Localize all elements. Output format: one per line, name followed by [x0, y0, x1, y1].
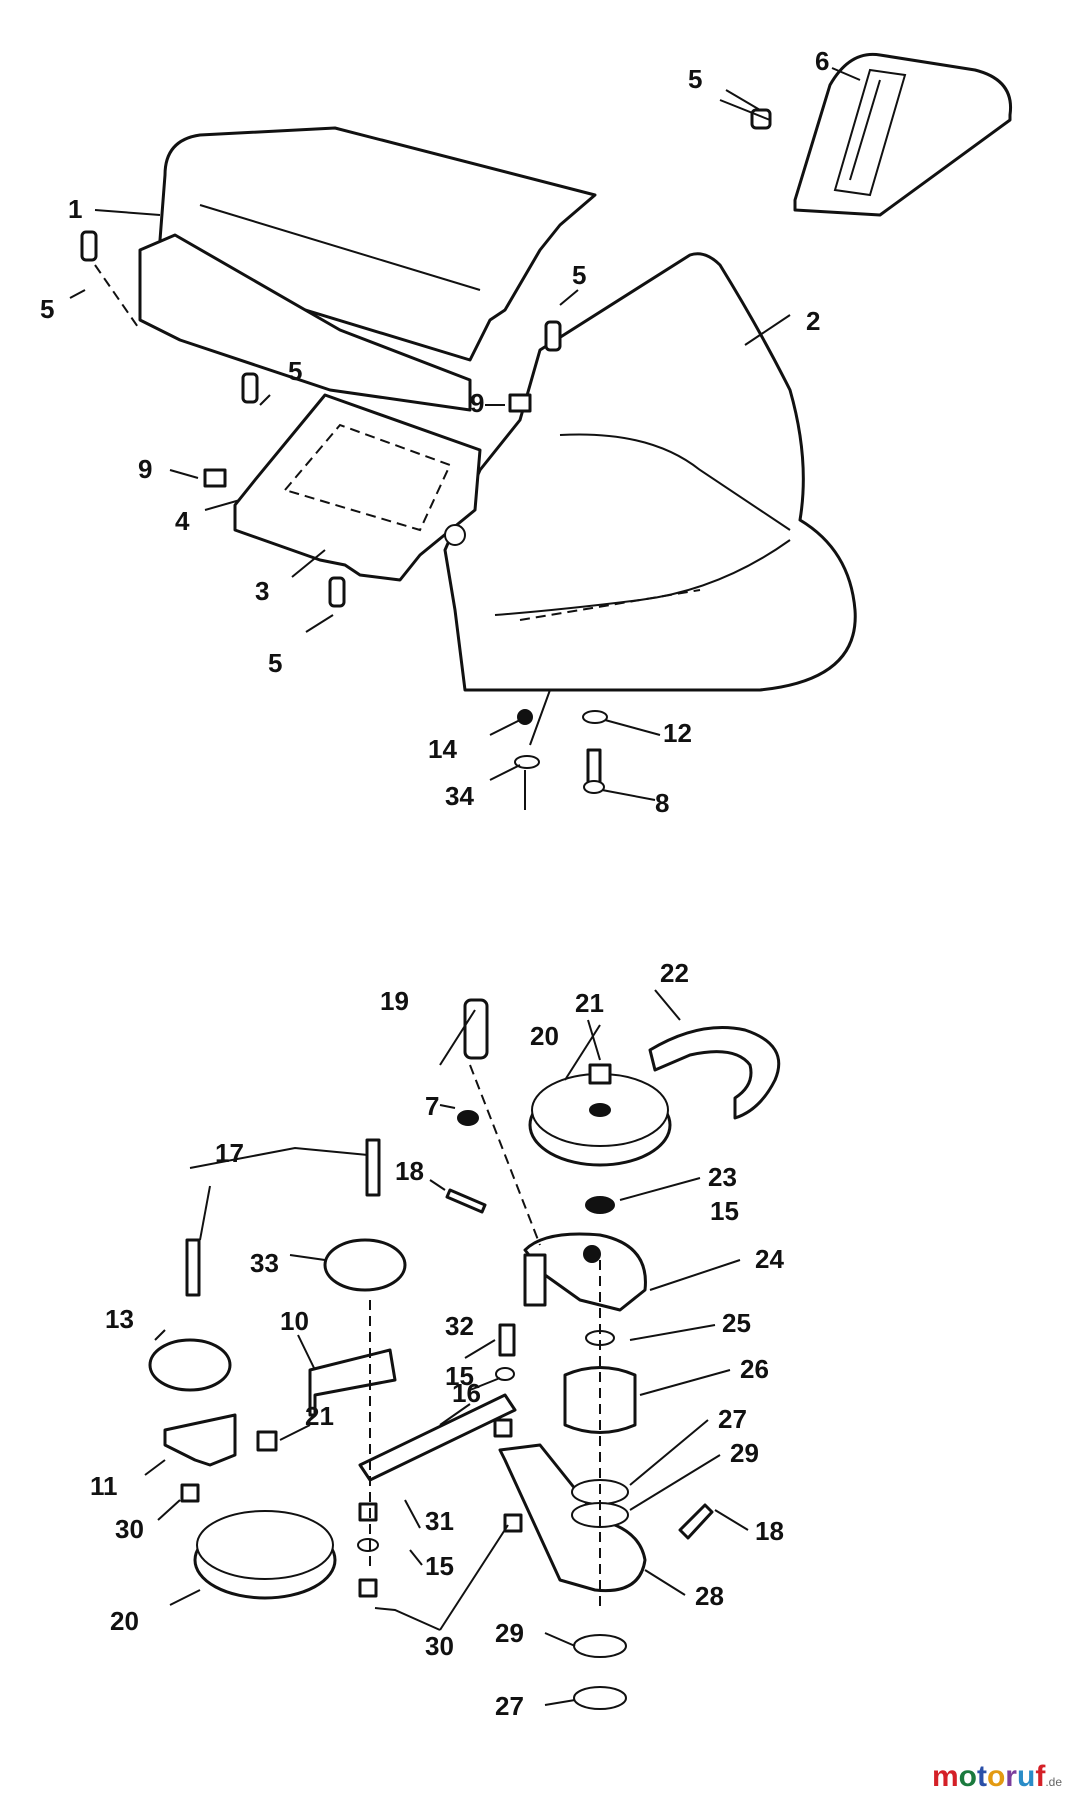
callout-32: 32 — [445, 1311, 474, 1341]
callout-15b: 15 — [425, 1551, 454, 1581]
watermark-logo: motoruf.de — [932, 1760, 1062, 1794]
part-3-base-plate — [233, 393, 482, 582]
callout-30: 30 — [115, 1514, 144, 1544]
part-20-pulley-top — [528, 1073, 672, 1167]
callout-29b: 29 — [495, 1618, 524, 1648]
callout-4: 4 — [175, 506, 190, 536]
callout-9b: 9 — [470, 388, 484, 418]
part-22-belt-guard — [648, 1026, 781, 1120]
part-14-34-12-8-hardware — [514, 709, 608, 794]
callout-11: 11 — [90, 1471, 118, 1501]
callout-labels: 1 2 3 4 5 5 5 5 5 6 9 9 14 34 12 8 19 7 … — [40, 46, 829, 1721]
callout-5e: 5 — [688, 64, 702, 94]
callout-26: 26 — [740, 1354, 769, 1384]
callout-5: 5 — [40, 294, 54, 324]
callout-19: 19 — [380, 986, 409, 1016]
callout-30b: 30 — [425, 1631, 454, 1661]
callout-9: 9 — [138, 454, 152, 484]
callout-15c: 15 — [710, 1196, 739, 1226]
callout-18b: 18 — [755, 1516, 784, 1546]
part-29-27-rings — [571, 1479, 629, 1710]
wm-letter: r — [1005, 1760, 1017, 1793]
part-1-shroud — [138, 126, 597, 412]
callout-5b: 5 — [288, 356, 302, 386]
callout-25: 25 — [722, 1308, 751, 1338]
callout-3: 3 — [255, 576, 269, 606]
wm-letter: m — [931, 1760, 959, 1793]
callout-33: 33 — [250, 1248, 279, 1278]
part-2-housing — [443, 252, 857, 692]
callout-12: 12 — [663, 718, 692, 748]
part-6-cover — [793, 52, 1013, 217]
callout-7: 7 — [425, 1091, 439, 1121]
callout-23: 23 — [708, 1162, 737, 1192]
callout-34: 34 — [445, 781, 474, 811]
callout-20b: 20 — [530, 1021, 559, 1051]
callout-21b: 21 — [575, 988, 604, 1018]
callout-14: 14 — [428, 734, 457, 764]
part-9-nuts — [203, 393, 532, 488]
wm-letter: f — [1035, 1760, 1046, 1793]
callout-10: 10 — [280, 1306, 309, 1336]
wm-letter: t — [976, 1760, 987, 1793]
callout-20: 20 — [110, 1606, 139, 1636]
wm-letter: u — [1016, 1760, 1036, 1793]
callout-27: 27 — [718, 1404, 747, 1434]
callout-27b: 27 — [495, 1691, 524, 1721]
wm-letter: o — [958, 1760, 977, 1793]
callout-18: 18 — [395, 1156, 424, 1186]
callout-31: 31 — [425, 1506, 454, 1536]
part-33-13-20-pulleys — [148, 1238, 407, 1600]
callout-22: 22 — [660, 958, 689, 988]
callout-5c: 5 — [572, 260, 586, 290]
part-26-spacer — [563, 1366, 637, 1434]
callout-5d: 5 — [268, 648, 282, 678]
callout-24: 24 — [755, 1244, 784, 1274]
callout-28: 28 — [695, 1581, 724, 1611]
leader-lines — [69, 67, 861, 1706]
wm-letter: o — [986, 1760, 1006, 1793]
callout-17: 17 — [215, 1138, 244, 1168]
callout-21: 21 — [305, 1401, 334, 1431]
callout-16: 16 — [452, 1378, 481, 1408]
part-24-bracket-arm — [523, 1232, 647, 1312]
callout-1: 1 — [68, 194, 82, 224]
part-10-11-brackets — [163, 1348, 397, 1467]
callout-29: 29 — [730, 1438, 759, 1468]
callout-15: 15 — [445, 1361, 474, 1391]
callout-2: 2 — [806, 306, 820, 336]
callout-8: 8 — [655, 788, 669, 818]
part-small-fasteners — [180, 998, 714, 1598]
wm-suffix: .de — [1045, 1775, 1062, 1789]
callout-6: 6 — [815, 46, 829, 76]
callout-13: 13 — [105, 1304, 134, 1334]
part-16-link — [358, 1393, 517, 1482]
